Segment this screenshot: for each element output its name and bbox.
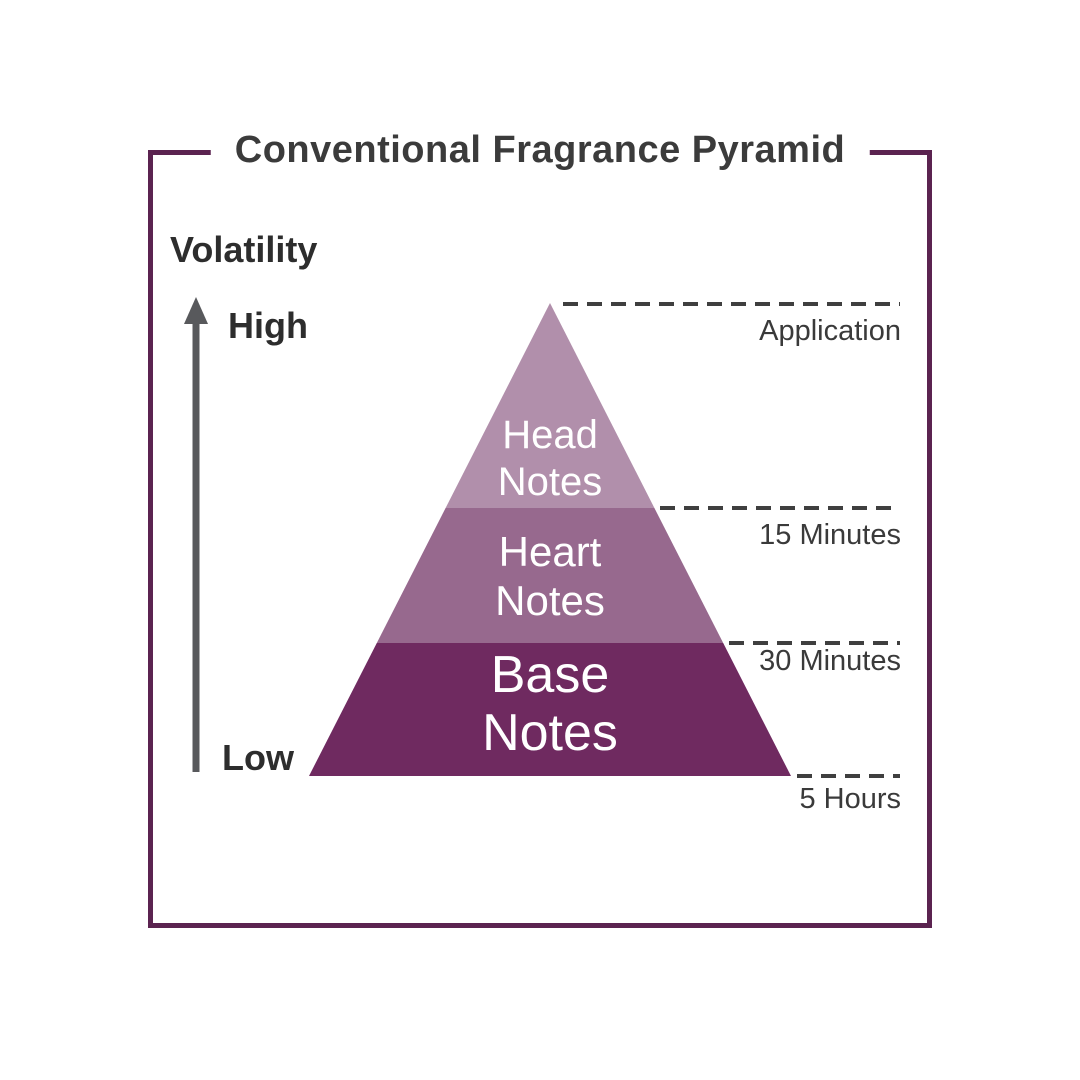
thirty-minutes-label: 30 Minutes: [759, 645, 901, 677]
five-hours-label: 5 Hours: [799, 783, 901, 815]
pyramid-layer-head: [445, 303, 655, 508]
application-label: Application: [759, 315, 901, 347]
pyramid-layer-base: [309, 643, 791, 776]
base-notes-label-line2: Notes: [482, 704, 618, 762]
fifteen-minutes-label: 15 Minutes: [759, 519, 901, 551]
up-arrow-icon: [184, 297, 208, 324]
base-notes-label-line1: Base: [491, 646, 610, 704]
diagram-title: Conventional Fragrance Pyramid: [210, 128, 870, 172]
high-label: High: [228, 305, 308, 346]
heart-notes-label-line1: Heart: [499, 528, 602, 575]
volatility-label: Volatility: [170, 229, 317, 270]
low-label: Low: [222, 737, 295, 778]
head-notes-label-line2: Notes: [498, 460, 603, 504]
pyramid-layer-heart: [376, 508, 724, 643]
head-notes-label-line1: Head: [502, 413, 598, 457]
heart-notes-label-line2: Notes: [495, 577, 605, 624]
